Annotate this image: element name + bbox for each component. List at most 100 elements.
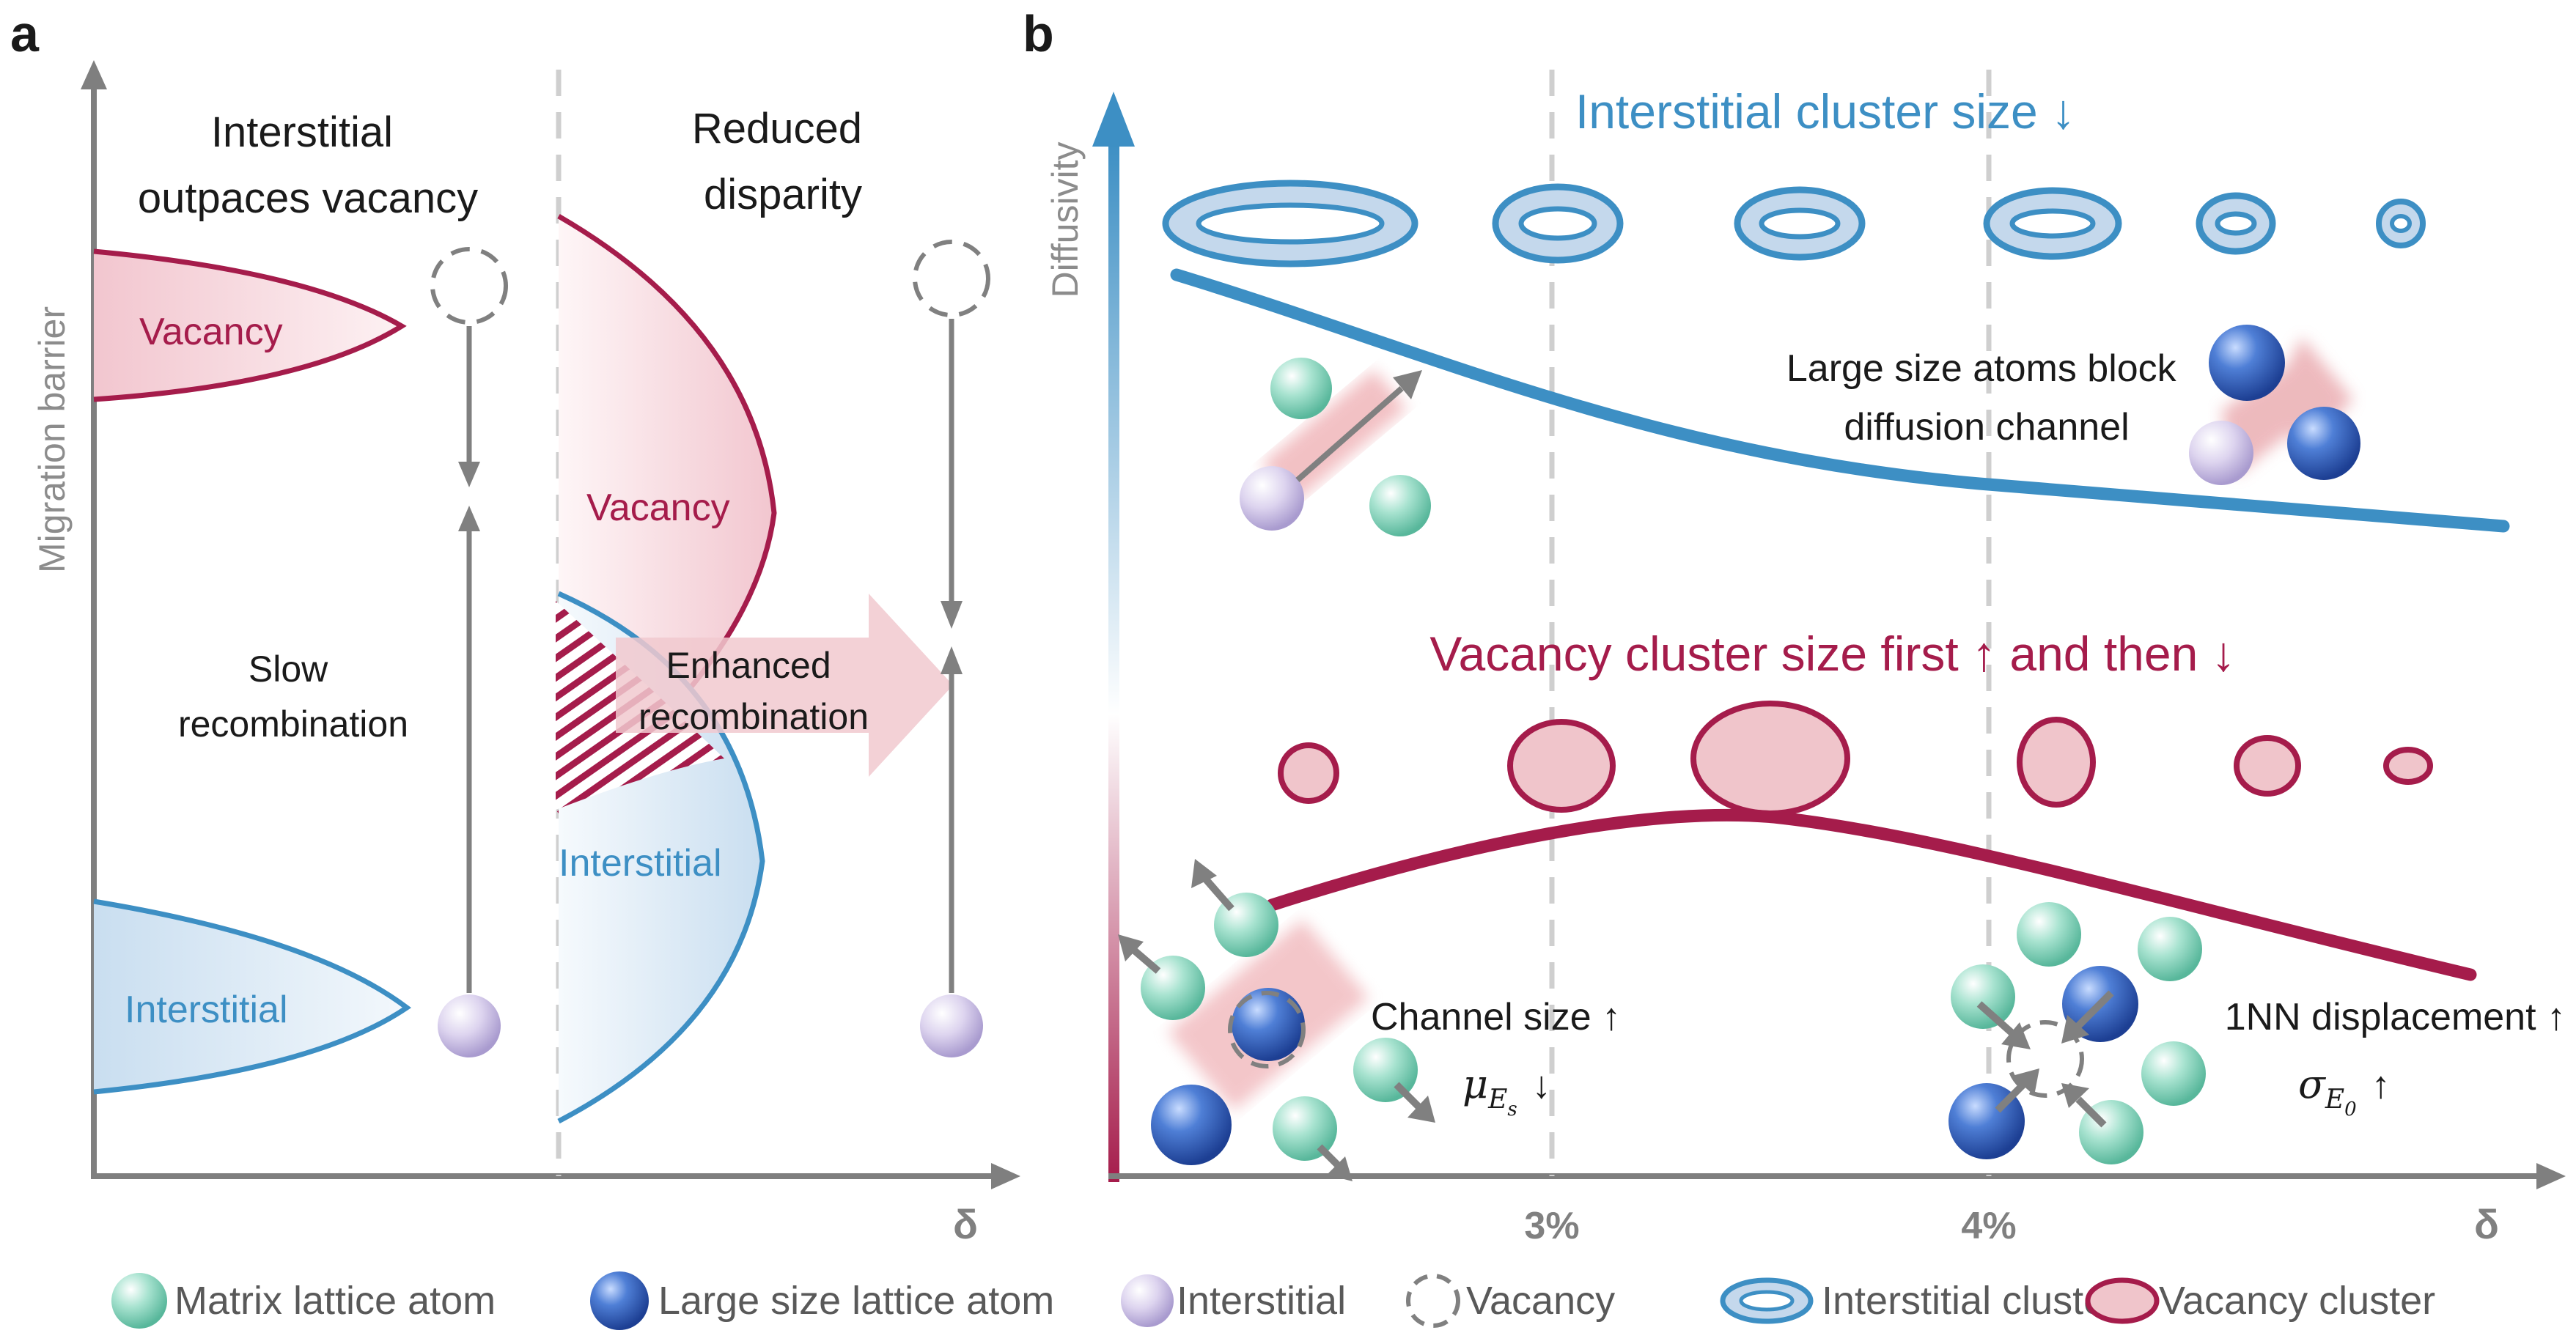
outward-arrows: [1118, 859, 1435, 1181]
legend-matrix-label: Matrix lattice atom: [174, 1279, 496, 1323]
block-illustration: [2189, 325, 2360, 485]
tick-3-percent: 3%: [1524, 1205, 1579, 1247]
panel-a-y-arrowhead: [81, 60, 107, 89]
panel-a-letter: a: [10, 5, 40, 62]
block-note-line1: Large size atoms block: [1786, 347, 2177, 390]
panel-a-left-heading: Interstitial outpaces vacancy: [138, 108, 478, 222]
vacancy-diffusivity-curve: [1265, 808, 2477, 981]
legend-large-atom-label: Large size lattice atom: [658, 1279, 1054, 1323]
matrix-atom: [1273, 1096, 1337, 1161]
right-interstitial-label: Interstitial: [559, 842, 722, 885]
block-note-line2: diffusion channel: [1844, 406, 2129, 448]
slow-recombination: Slow recombination: [178, 649, 408, 745]
hop-arrow-line: [1295, 385, 1404, 483]
channel-hop-illustration: [1240, 358, 1431, 536]
block-note: Large size atoms block diffusion channel: [1786, 347, 2187, 448]
panel-b-y-label: Diffusivity: [1045, 141, 1086, 298]
interstitial-atom: [2189, 421, 2253, 485]
left-vacancy-lobe: [94, 251, 402, 399]
panel-a-right-heading: Reduced disparity: [692, 105, 874, 218]
panel-a-x-arrowhead: [991, 1163, 1020, 1189]
large-atom: [1151, 1085, 1232, 1165]
legend-large-atom-icon: [590, 1271, 649, 1330]
panel-b-y-arrowhead: [1092, 92, 1135, 147]
enhanced-recombination-line1: Enhanced: [666, 645, 831, 686]
legend-interstitial-cluster-label: Interstitial cluster: [1822, 1279, 2119, 1323]
left-interstitial-label: Interstitial: [125, 989, 288, 1031]
matrix-atom: [2138, 917, 2202, 981]
left-vacancy-label: Vacancy: [139, 311, 283, 353]
enhanced-recombination-line2: recombination: [639, 696, 869, 737]
mu-formula: μEs ↓: [1462, 1061, 1551, 1120]
sigma-subscript: E: [2325, 1085, 2344, 1115]
left-down-arrowhead: [458, 462, 480, 487]
large-atom: [1232, 988, 1305, 1061]
channel-note: Channel size ↑: [1371, 996, 1621, 1038]
left-interstitial-curve: [93, 898, 411, 1095]
vacancy-cluster-5: [2234, 735, 2301, 797]
interstitial-cluster-3: [1734, 186, 1866, 261]
interstitial-cluster-title: Interstitial cluster size ↓: [1575, 84, 2075, 139]
legend-vacancy-cluster-icon: [2085, 1277, 2160, 1324]
legend-matrix-icon: [111, 1273, 167, 1329]
right-vacancy-label: Vacancy: [586, 487, 730, 529]
vacancy-site: [2006, 1020, 2084, 1098]
interstitial-cluster-4: [1983, 187, 2122, 260]
vacancy-cluster-2: [1507, 719, 1616, 813]
right-down-arrowhead: [941, 601, 963, 629]
interstitial-atom: [1240, 466, 1304, 531]
large-atom: [2287, 407, 2360, 480]
interstitial-cluster-6: [2376, 199, 2426, 248]
matrix-atom: [1951, 964, 2015, 1029]
panel-b-x-label: δ: [2474, 1201, 2499, 1247]
mu-symbol: μ: [1462, 1061, 1488, 1107]
sigma-symbol: σ: [2298, 1061, 2327, 1107]
left-interstitial-atom: [438, 994, 501, 1057]
left-heading-line2: outpaces vacancy: [138, 174, 478, 222]
slow-recombination-line1: Slow: [249, 649, 328, 690]
panel-a-y-label: Migration barrier: [32, 306, 73, 573]
vacancy-clusters: [1278, 701, 2433, 816]
panel-a-x-label: δ: [953, 1201, 978, 1247]
sigma-subsubscript: 0: [2344, 1099, 2357, 1120]
right-up-arrowhead: [941, 646, 963, 674]
right-interstitial-atom: [920, 994, 983, 1057]
panel-b-letter: b: [1023, 5, 1054, 62]
blocked-arrow: [2221, 337, 2353, 476]
sigma-arrow: ↑: [2371, 1064, 2391, 1107]
large-atom: [2209, 325, 2285, 401]
legend-interstitial-icon: [1121, 1274, 1174, 1327]
mu-subscript: E: [1487, 1085, 1507, 1115]
legend-interstitial-cluster-icon: [1720, 1277, 1814, 1324]
panel-b-x-arrowhead: [2536, 1163, 2566, 1189]
hop-arrowhead: [1393, 370, 1422, 399]
left-up-arrowhead: [458, 506, 480, 531]
vacancy-cluster-1: [1278, 742, 1339, 804]
mu-arrow: ↓: [1532, 1064, 1551, 1107]
panel-b-y-axis: [1108, 143, 1119, 1182]
slow-recombination-line2: recombination: [178, 704, 408, 745]
left-vacancy-curve: [93, 248, 407, 402]
displacement-illustration: [1948, 902, 2206, 1164]
legend-vacancy-icon: [1406, 1274, 1460, 1328]
vacancy-cluster-4: [2017, 717, 2096, 808]
matrix-atom: [1270, 358, 1332, 419]
channel-size-illustration: [1118, 859, 1435, 1181]
mu-subsubscript: s: [1507, 1099, 1517, 1120]
legend-interstitial-label: Interstitial: [1177, 1279, 1346, 1323]
left-heading-line1: Interstitial: [211, 108, 393, 156]
vacancy-cluster-6: [2383, 747, 2433, 785]
left-vacancy-site: [430, 247, 508, 325]
interstitial-cluster-1: [1162, 180, 1418, 267]
interstitial-cluster-2: [1492, 183, 1624, 264]
vacancy-cluster-3: [1690, 701, 1850, 816]
right-vacancy-site: [913, 240, 990, 317]
legend: Matrix lattice atom Large size lattice a…: [111, 1271, 2435, 1330]
right-heading-line1: Reduced: [692, 105, 862, 152]
interstitial-diffusivity-curve: [1170, 268, 2510, 533]
enhanced-recombination: Enhanced recombination: [639, 645, 869, 737]
legend-vacancy-cluster-label: Vacancy cluster: [2159, 1279, 2435, 1323]
interstitial-clusters: [1162, 180, 2426, 267]
legend-vacancy-label: Vacancy: [1466, 1279, 1615, 1323]
